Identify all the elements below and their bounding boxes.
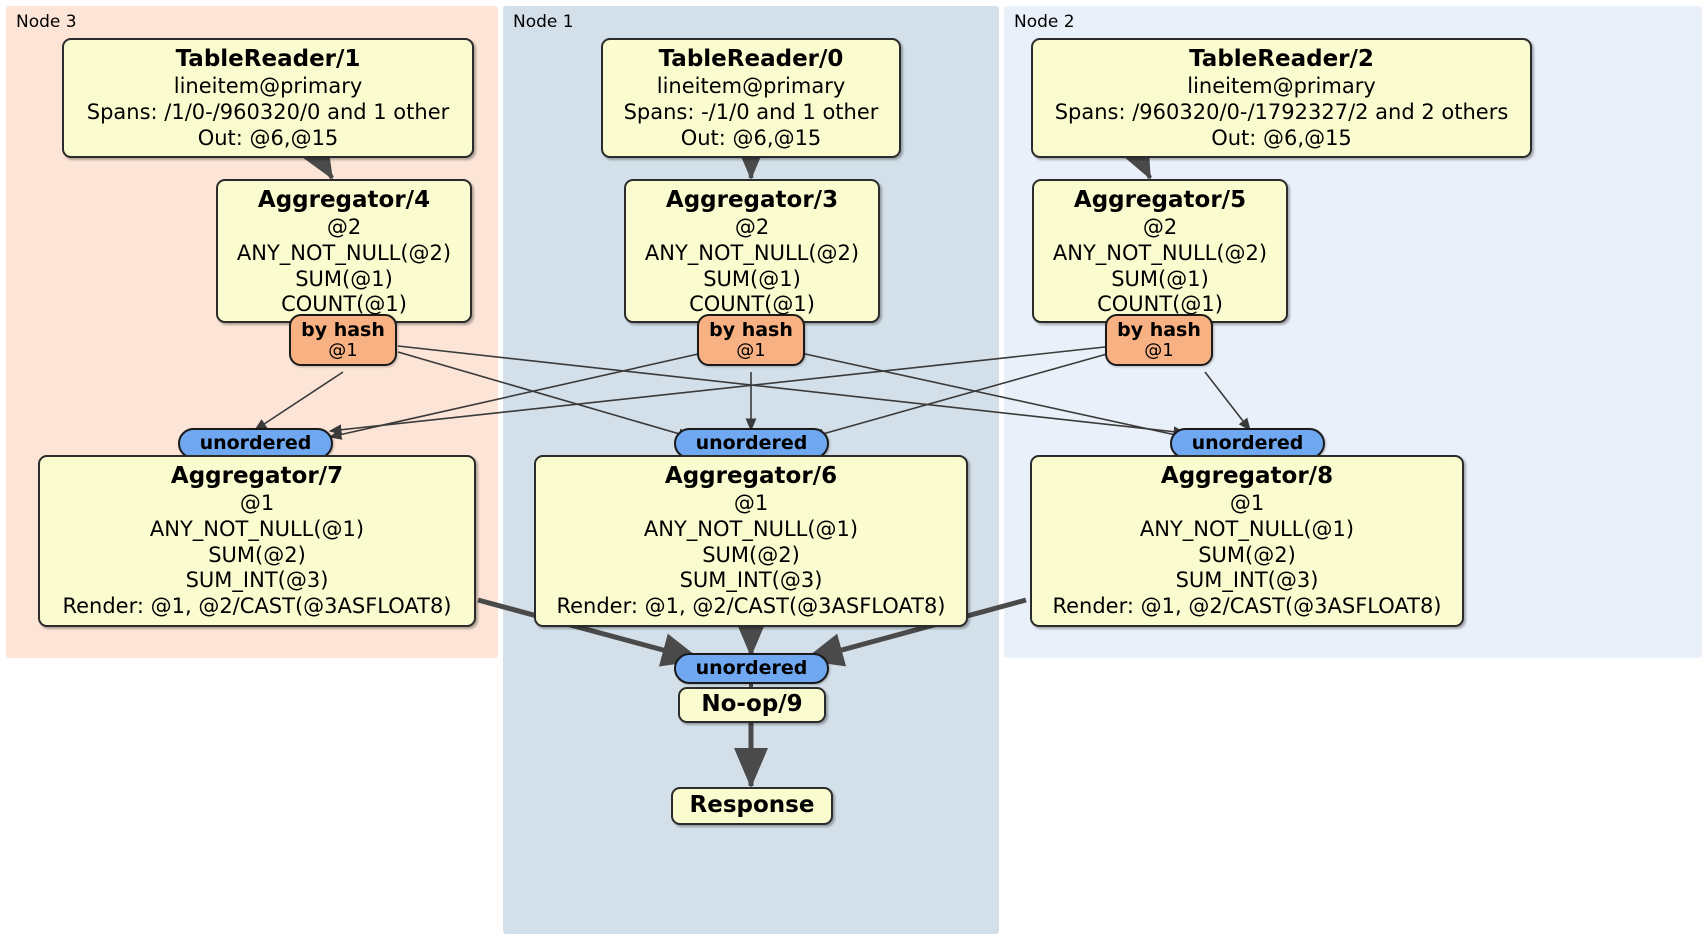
box-title: Response xyxy=(689,792,815,819)
box-line: ANY_NOT_NULL(@2) xyxy=(236,241,452,266)
box-line: COUNT(@1) xyxy=(1097,292,1223,317)
box-line: Spans: /1/0-/960320/0 and 1 other xyxy=(86,100,450,125)
box-line: ANY_NOT_NULL(@2) xyxy=(644,241,860,266)
box-title: Aggregator/6 xyxy=(664,463,838,489)
box-line: @1 xyxy=(1229,491,1265,516)
badge-sub: @1 xyxy=(328,339,358,361)
node-panel-label-node1: Node 1 xyxy=(513,12,574,32)
box-line: @2 xyxy=(1142,215,1178,240)
badge-by-hash-center[interactable]: by hash @1 xyxy=(697,314,805,366)
badge-title: by hash xyxy=(301,318,385,341)
box-title: Aggregator/4 xyxy=(257,187,431,213)
badge-unordered-right[interactable]: unordered xyxy=(1170,428,1325,459)
box-line: SUM(@1) xyxy=(703,266,801,291)
box-line: Out: @6,@15 xyxy=(197,125,339,150)
box-aggregator-6[interactable]: Aggregator/6 @1 ANY_NOT_NULL(@1) SUM(@2)… xyxy=(534,455,968,627)
badge-sub: @1 xyxy=(736,339,766,361)
box-aggregator-5[interactable]: Aggregator/5 @2 ANY_NOT_NULL(@2) SUM(@1)… xyxy=(1032,179,1288,323)
box-response[interactable]: Response xyxy=(671,787,833,825)
box-line: SUM_INT(@3) xyxy=(1175,568,1319,593)
box-line: ANY_NOT_NULL(@2) xyxy=(1052,241,1268,266)
box-title: Aggregator/5 xyxy=(1073,187,1247,213)
box-line: Spans: /960320/0-/1792327/2 and 2 others xyxy=(1054,100,1509,125)
badge-title: unordered xyxy=(199,432,312,455)
badge-title: by hash xyxy=(1117,318,1201,341)
box-line: @2 xyxy=(326,215,362,240)
box-table-reader-2[interactable]: TableReader/2 lineitem@primary Spans: /9… xyxy=(1031,38,1532,158)
badge-by-hash-right[interactable]: by hash @1 xyxy=(1105,314,1213,366)
box-line: SUM_INT(@3) xyxy=(185,568,329,593)
box-line: Render: @1, @2/CAST(@3ASFLOAT8) xyxy=(62,593,452,618)
box-table-reader-0[interactable]: TableReader/0 lineitem@primary Spans: -/… xyxy=(601,38,901,158)
box-line: ANY_NOT_NULL(@1) xyxy=(643,517,859,542)
badge-title: by hash xyxy=(709,318,793,341)
box-line: lineitem@primary xyxy=(1187,74,1376,99)
box-line: @2 xyxy=(734,215,770,240)
box-line: SUM_INT(@3) xyxy=(679,568,823,593)
box-line: SUM(@1) xyxy=(295,266,393,291)
box-line: lineitem@primary xyxy=(173,74,363,99)
box-aggregator-3[interactable]: Aggregator/3 @2 ANY_NOT_NULL(@2) SUM(@1)… xyxy=(624,179,880,323)
box-table-reader-1[interactable]: TableReader/1 lineitem@primary Spans: /1… xyxy=(62,38,474,158)
badge-sub: @1 xyxy=(1144,339,1174,361)
box-line: Spans: -/1/0 and 1 other xyxy=(623,100,879,125)
badge-unordered-left[interactable]: unordered xyxy=(178,428,333,459)
box-title: Aggregator/3 xyxy=(665,187,839,213)
badge-unordered-final[interactable]: unordered xyxy=(674,653,829,684)
box-title: TableReader/1 xyxy=(175,46,361,72)
box-line: Render: @1, @2/CAST(@3ASFLOAT8) xyxy=(556,593,946,618)
box-title: Aggregator/8 xyxy=(1160,463,1334,489)
box-line: lineitem@primary xyxy=(656,74,846,99)
box-aggregator-7[interactable]: Aggregator/7 @1 ANY_NOT_NULL(@1) SUM(@2)… xyxy=(38,455,476,627)
box-line: Out: @6,@15 xyxy=(1211,125,1352,150)
badge-by-hash-left[interactable]: by hash @1 xyxy=(289,314,397,366)
box-line: Render: @1, @2/CAST(@3ASFLOAT8) xyxy=(1052,593,1442,618)
badge-title: unordered xyxy=(1191,432,1304,455)
badge-title: unordered xyxy=(695,657,808,680)
node-panel-label-node3: Node 3 xyxy=(16,12,77,32)
badge-unordered-center[interactable]: unordered xyxy=(674,428,829,459)
box-line: @1 xyxy=(733,491,769,516)
badge-title: unordered xyxy=(695,432,808,455)
box-title: No-op/9 xyxy=(701,691,803,718)
box-line: COUNT(@1) xyxy=(281,292,407,317)
box-title: Aggregator/7 xyxy=(170,463,344,489)
box-line: Out: @6,@15 xyxy=(680,125,822,150)
box-line: ANY_NOT_NULL(@1) xyxy=(149,517,365,542)
box-line: COUNT(@1) xyxy=(689,292,815,317)
box-line: ANY_NOT_NULL(@1) xyxy=(1139,517,1355,542)
box-line: SUM(@1) xyxy=(1111,266,1209,291)
box-line: SUM(@2) xyxy=(702,542,800,567)
node-panel-label-node2: Node 2 xyxy=(1014,12,1075,32)
box-no-op-9[interactable]: No-op/9 xyxy=(678,687,826,723)
box-aggregator-8[interactable]: Aggregator/8 @1 ANY_NOT_NULL(@1) SUM(@2)… xyxy=(1030,455,1464,627)
box-aggregator-4[interactable]: Aggregator/4 @2 ANY_NOT_NULL(@2) SUM(@1)… xyxy=(216,179,472,323)
box-title: TableReader/2 xyxy=(1189,46,1374,72)
box-line: @1 xyxy=(239,491,275,516)
box-title: TableReader/0 xyxy=(658,46,844,72)
box-line: SUM(@2) xyxy=(1198,542,1296,567)
box-line: SUM(@2) xyxy=(208,542,306,567)
